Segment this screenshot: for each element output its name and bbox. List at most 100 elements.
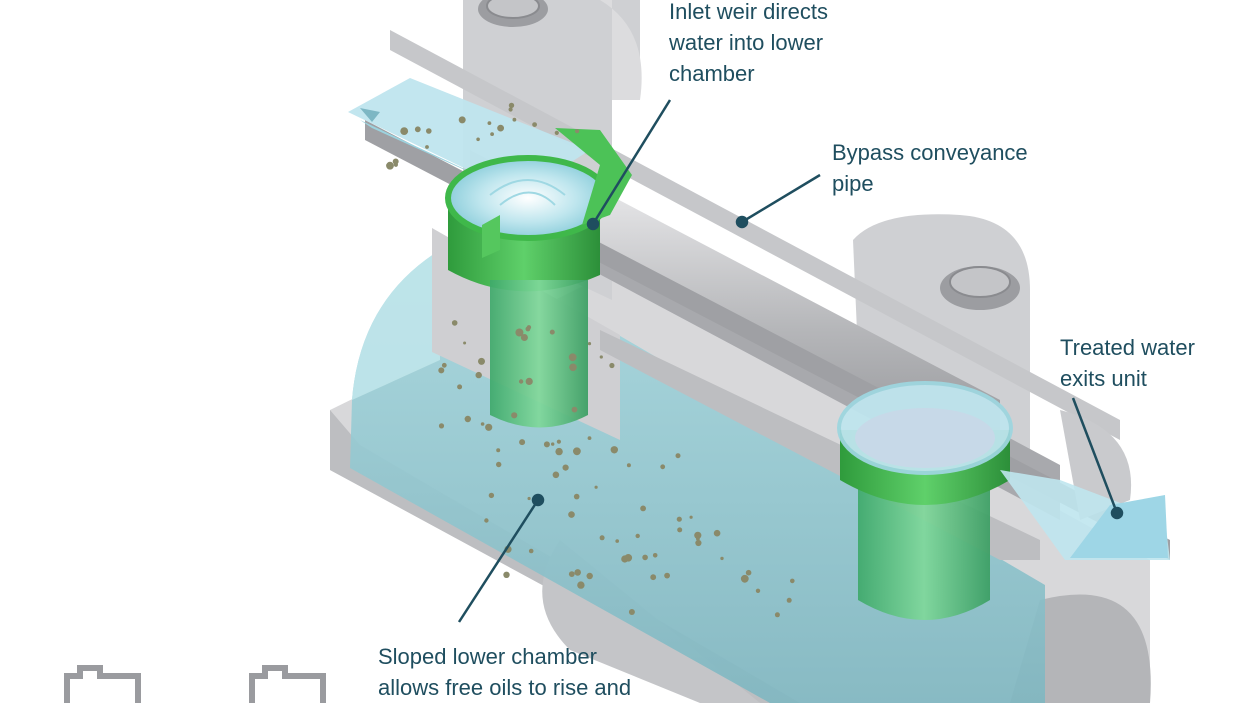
sediment-particle [569, 363, 577, 372]
sediment-particle [518, 379, 524, 384]
callout-line: Sloped lower chamber [378, 644, 597, 669]
sediment-particle [497, 124, 504, 132]
sediment-particle [508, 107, 513, 112]
sediment-particles-icon [386, 102, 795, 618]
callout-line: Inlet weir directs [669, 0, 828, 24]
sediment-particle [586, 572, 593, 580]
sediment-particle [487, 121, 492, 125]
sediment-particle [478, 357, 485, 365]
sediment-particle [562, 464, 569, 471]
sediment-particle [555, 447, 563, 456]
callout-treated-water: Treated water exits unit [1060, 332, 1195, 394]
sediment-particle [532, 122, 537, 127]
sediment-particle [587, 436, 592, 440]
sediment-particle [386, 161, 394, 170]
sediment-particle [609, 362, 615, 369]
leader-sloped [457, 499, 540, 623]
sediment-particle [484, 518, 489, 523]
manhole-grate-icon [949, 266, 1011, 298]
sediment-particle [642, 554, 648, 561]
sediment-particle [610, 446, 618, 454]
inflow-arrow-icon [360, 108, 380, 122]
sediment-particle [774, 612, 780, 618]
sediment-particle [573, 447, 581, 456]
sediment-particle [457, 384, 463, 390]
sediment-particle [393, 162, 398, 167]
inlet-weir [445, 128, 632, 292]
sediment-particle [490, 132, 494, 137]
sediment-particle [575, 129, 580, 134]
sediment-particle [458, 116, 466, 124]
sediment-particle [549, 329, 555, 335]
sediment-particle [652, 553, 658, 558]
sediment-particle [571, 406, 578, 413]
sediment-particle [626, 463, 631, 468]
leader-treated [1071, 397, 1119, 514]
sediment-particle [488, 492, 495, 499]
sediment-particle [392, 158, 399, 165]
leader-dot-sloped [531, 493, 545, 507]
sediment-particle [599, 535, 605, 541]
callout-line: chamber [669, 61, 755, 86]
sediment-particle [650, 574, 657, 581]
sediment-particle [755, 588, 761, 593]
sediment-particle [520, 334, 528, 341]
sediment-particle [676, 516, 682, 522]
sediment-particle [696, 536, 700, 541]
leader-dot-treated [1110, 506, 1124, 520]
sediment-particle [635, 533, 640, 539]
sediment-particle [660, 464, 666, 470]
sediment-particle [552, 471, 560, 479]
sediment-particle [485, 423, 493, 431]
callout-line: water into lower [669, 30, 824, 55]
sediment-particle [568, 511, 575, 518]
sediment-particle [476, 137, 480, 142]
sediment-particle [628, 609, 635, 615]
sediment-particle [720, 556, 724, 561]
sediment-particle [525, 377, 533, 385]
sediment-particle [511, 412, 518, 419]
sediment-particle [740, 574, 749, 583]
sediment-particle [528, 548, 534, 554]
sediment-particle [694, 531, 702, 539]
sediment-particle [574, 569, 581, 576]
sediment-particle [414, 126, 421, 133]
leader-dot-inlet [586, 217, 600, 231]
leader-inlet [591, 99, 672, 225]
callout-bypass-pipe: Bypass conveyance pipe [832, 137, 1028, 199]
sediment-particle [475, 371, 482, 379]
sediment-particle [425, 145, 429, 149]
outflow-water [1000, 470, 1170, 560]
sediment-particle [438, 367, 445, 374]
sediment-particle [573, 493, 580, 500]
manhole-grate-icon [486, 0, 540, 19]
sediment-particle [464, 415, 471, 423]
sediment-particle [527, 496, 531, 501]
sediment-particle [677, 527, 683, 533]
sediment-particle [786, 597, 792, 603]
sediment-particle [568, 571, 575, 577]
sediment-particle [438, 423, 445, 429]
sediment-particle [554, 130, 559, 135]
sediment-particle [594, 485, 598, 489]
sediment-particle [400, 127, 409, 135]
sediment-particle [426, 128, 432, 134]
sediment-particle [508, 102, 515, 109]
callout-inlet-weir: Inlet weir directs water into lower cham… [669, 0, 828, 89]
sediment-particle [543, 441, 550, 448]
sediment-particle [503, 571, 510, 578]
callout-line: Treated water [1060, 335, 1195, 360]
sediment-particle [551, 442, 555, 446]
callout-line: pipe [832, 171, 874, 196]
sediment-particle [695, 539, 702, 547]
outflow-arrow-icon [1070, 495, 1168, 558]
sediment-particle [713, 529, 721, 537]
sediment-particle [515, 328, 524, 337]
sediment-particle [441, 362, 447, 368]
sediment-particle [512, 117, 517, 122]
sediment-particle [624, 554, 633, 562]
sediment-particle [640, 505, 646, 512]
leader-lines [457, 99, 1124, 623]
inlet-drop-tube [490, 280, 588, 428]
